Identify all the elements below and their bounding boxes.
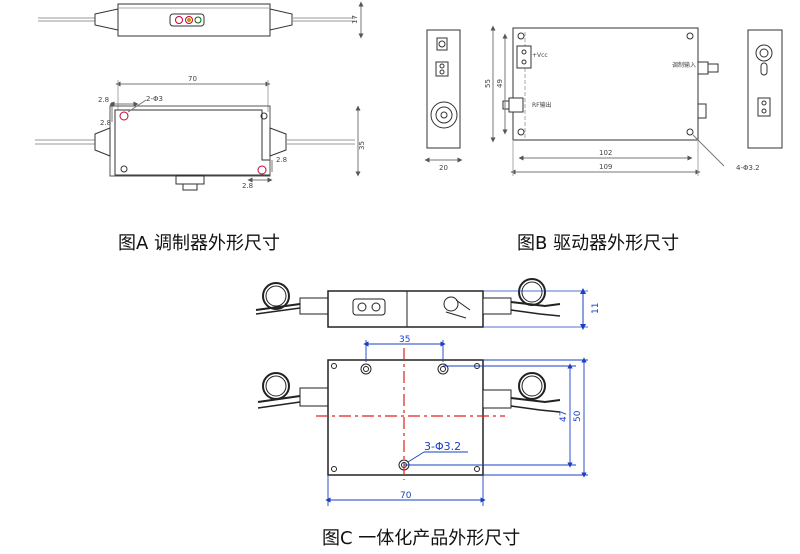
dim-a-hole-callout: 2-Φ3	[146, 95, 163, 103]
integrated-top-view	[257, 359, 561, 476]
integrated-side-view	[255, 278, 588, 330]
dim-c-hole-spacing: 35	[399, 335, 410, 345]
dim-b-length: 109	[599, 163, 612, 171]
dim-a-hole-offset-left: 2.8	[100, 119, 111, 127]
dim-a-length: 70	[188, 75, 197, 83]
modulator-side-view	[38, 1, 364, 39]
dim-c-length: 70	[400, 491, 412, 501]
modulator-top-view	[35, 80, 361, 191]
figure-a-modulator	[35, 1, 364, 191]
caption-figure-a: 图A 调制器外形尺寸	[118, 233, 281, 254]
dim-a-side-height: 17	[351, 15, 359, 24]
dim-b-side-width: 20	[439, 164, 448, 172]
label-rf-out: RF输出	[532, 101, 552, 109]
label-vcc: +Vcc	[532, 52, 548, 59]
caption-figure-b: 图B 驱动器外形尺寸	[517, 233, 680, 254]
figure-b-dimensions: 20 55 49 +Vcc RF输出 调制输入 102 109 4-Φ3.2	[439, 52, 760, 172]
dim-a-hole-offset-bottom: 2.8	[242, 182, 253, 190]
figure-c-integrated-product	[255, 278, 588, 506]
driver-left-side-view	[424, 29, 463, 163]
dim-c-height-outer: 50	[573, 410, 583, 422]
dim-a-hole-offset-top: 2.8	[98, 96, 109, 104]
caption-figure-c: 图C 一体化产品外形尺寸	[322, 528, 521, 549]
dim-b-height-inner: 49	[496, 79, 504, 88]
dim-b-hole-callout: 4-Φ3.2	[736, 164, 760, 172]
dim-a-width: 35	[358, 141, 366, 150]
driver-right-side-view	[747, 29, 783, 149]
dim-c-hole-callout: 3-Φ3.2	[424, 440, 461, 453]
figure-b-driver	[424, 25, 783, 176]
integrated-centerlines	[316, 348, 505, 480]
dim-a-hole-offset-right: 2.8	[276, 156, 287, 164]
dim-c-side-height: 11	[591, 303, 601, 314]
figure-c-dimensions: 11 35 47 50 3-Φ3.2 70	[399, 303, 601, 501]
figure-a-dimensions: 17 70 2.8 2.8 2-Φ3 35 2.8 2.8	[98, 15, 366, 190]
integrated-dimension-lines	[325, 340, 588, 506]
dim-b-hole-spacing: 102	[599, 149, 612, 157]
rf-connector-top	[169, 13, 205, 27]
driver-top-view	[490, 25, 725, 176]
dim-c-height-inner: 47	[559, 411, 569, 422]
label-mod-in: 调制输入	[672, 61, 696, 69]
dim-b-height-outer: 55	[484, 79, 492, 88]
